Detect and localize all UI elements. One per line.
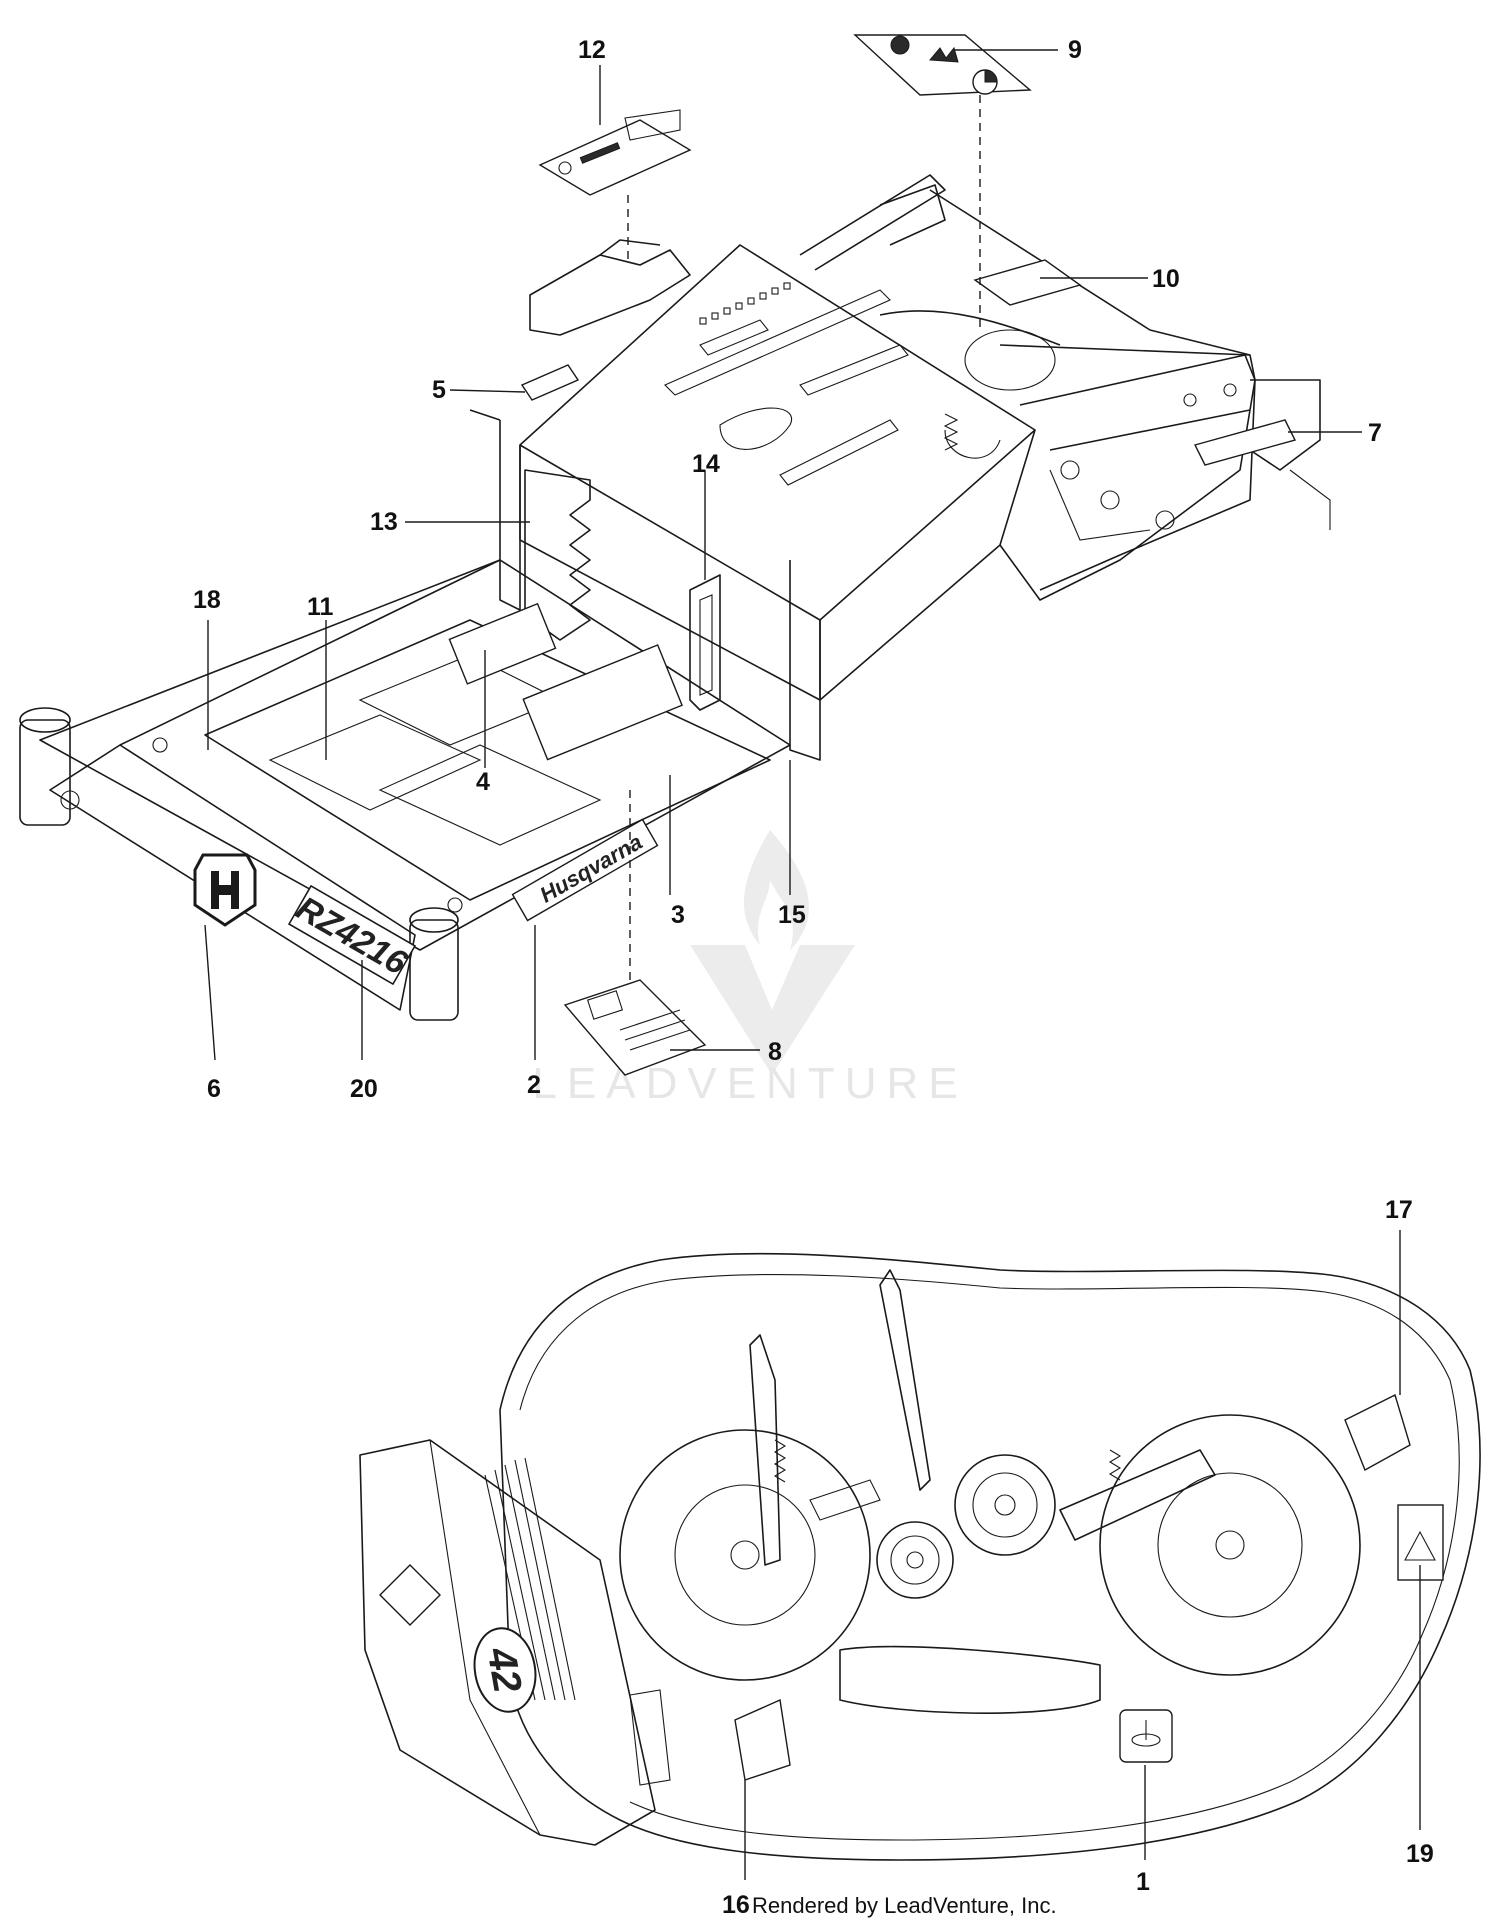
callout-3: 3: [671, 901, 685, 929]
husqvarna-logo-icon: [193, 853, 257, 927]
model-decal: RZ4216: [287, 884, 417, 986]
watermark-text: LEADVENTURE: [532, 1059, 967, 1108]
leader-lines: [204, 49, 1421, 1880]
decal-16-icon: [734, 1698, 791, 1781]
callout-7: 7: [1368, 419, 1382, 447]
callout-14: 14: [692, 450, 720, 478]
decal-12-icon: [538, 109, 692, 196]
danger-decal-icon: [379, 1564, 441, 1626]
callout-11: 11: [307, 593, 334, 621]
callout-6: 6: [207, 1075, 221, 1103]
watermark-v-icon: [690, 945, 855, 1075]
callout-13: 13: [370, 508, 398, 536]
decal-10-icon: [973, 259, 1082, 306]
callout-labels: 12 9 10 5 7 13 14 18 11 4 3 15 8 6 20 2 …: [193, 36, 1434, 1919]
callout-16: 16: [722, 1891, 750, 1919]
decal-5-icon: [520, 364, 580, 401]
rendered-by-credit: Rendered by LeadVenture, Inc.: [752, 1893, 1057, 1918]
callout-2: 2: [527, 1071, 541, 1099]
frame-assembly: [19, 174, 1331, 1021]
callout-8: 8: [768, 1038, 782, 1066]
decal-17-icon: [1344, 1394, 1411, 1471]
decal-4-icon: [448, 602, 557, 685]
decal-3-icon: [522, 644, 683, 761]
callout-19: 19: [1406, 1840, 1434, 1868]
callout-12: 12: [578, 36, 606, 64]
deck-size-text: 42: [478, 1643, 529, 1695]
mower-deck: 42: [359, 1252, 1481, 1861]
decal-9-icon: [853, 34, 1032, 96]
watermark: LEADVENTURE: [532, 830, 967, 1108]
callout-18: 18: [193, 586, 221, 614]
decal-7-icon: [1193, 419, 1297, 466]
callout-5: 5: [432, 376, 446, 404]
watermark-flame-icon: [743, 830, 809, 950]
decal-1-icon: [1119, 1709, 1173, 1763]
callout-1: 1: [1136, 1868, 1150, 1896]
deck-size-badge: 42: [473, 1627, 537, 1713]
callout-4: 4: [476, 768, 490, 796]
callout-17: 17: [1385, 1196, 1413, 1224]
callout-10: 10: [1152, 265, 1180, 293]
callout-9: 9: [1068, 36, 1082, 64]
callout-15: 15: [778, 901, 806, 929]
callout-20: 20: [350, 1075, 378, 1103]
decal-8-icon: [563, 979, 707, 1076]
